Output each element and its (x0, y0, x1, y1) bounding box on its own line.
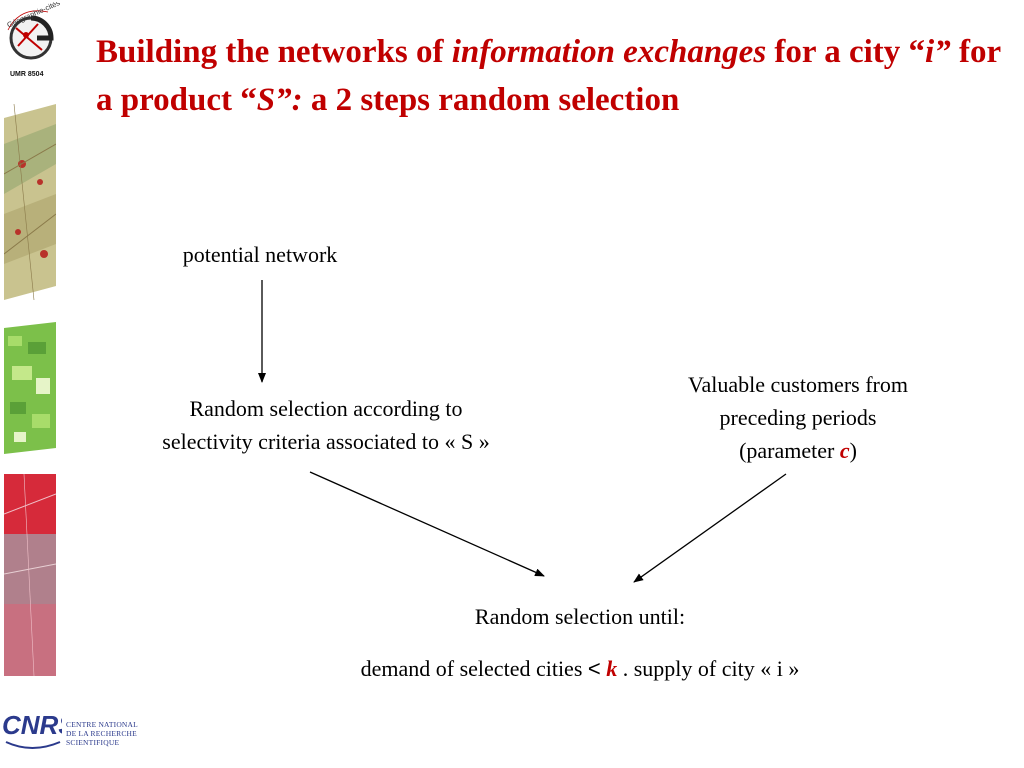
valuable-prefix: (parameter (739, 438, 840, 463)
title-text-2: for a city “ (766, 34, 926, 70)
arrow-selection-to-until (309, 471, 545, 577)
node-potential-network: potential network (182, 242, 338, 267)
parameter-c: c (839, 438, 850, 463)
node-valuable-line2: preceding periods (719, 405, 877, 430)
title-text-italic-2: i” (925, 34, 951, 70)
title-text-italic-1: information exchanges (451, 34, 767, 70)
node-random-selection-until: Random selection until: (474, 604, 686, 629)
svg-text:UMR 8504: UMR 8504 (10, 71, 44, 78)
slide-title: Building the networks of information exc… (96, 28, 1008, 124)
cnrs-text-line2: DE LA RECHERCHE (66, 729, 137, 738)
svg-text:CNRS: CNRS (2, 710, 62, 740)
arrow-valuable-to-until (633, 473, 787, 583)
less-than-sign: < (587, 656, 601, 681)
demand-suffix: . supply of city « i » (617, 656, 800, 681)
node-demand-condition: demand of selected cities < k . supply o… (200, 652, 960, 685)
title-text-4: a 2 steps random selection (302, 82, 680, 118)
cnrs-mark-icon: CNRS (2, 710, 62, 749)
node-random-selection-line1: Random selection according to (189, 396, 463, 421)
node-valuable-line1: Valuable customers from (688, 372, 908, 397)
node-random-selection-line2: selectivity criteria associated to « S » (162, 429, 490, 454)
title-text-italic-3: S”: (256, 82, 303, 118)
node-random-selection: Random selection according to selectivit… (96, 392, 556, 458)
demand-prefix: demand of selected cities (360, 656, 588, 681)
parameter-k: k (606, 656, 618, 681)
geographie-cites-logo: Géographie-cités UMR 8504 (2, 0, 62, 80)
map-strip-green (4, 322, 56, 454)
map-strip-parchment (4, 104, 56, 300)
node-valuable-line3: (parameter c) (628, 434, 968, 467)
sidebar-decoration: Géographie-cités UMR 8504 (0, 0, 138, 768)
title-text-1: Building the networks of (96, 34, 452, 70)
geographie-cites-logo-icon: Géographie-cités UMR 8504 (6, 0, 62, 78)
cnrs-text-line3: SCIENTIFIQUE (66, 738, 120, 747)
cnrs-text-line1: CENTRE NATIONAL (66, 720, 138, 729)
node-valuable-customers: Valuable customers from preceding period… (628, 368, 968, 467)
map-strip-red (4, 474, 56, 676)
cnrs-logo: CNRS CENTRE NATIONAL DE LA RECHERCHE SCI… (0, 696, 140, 768)
title-text-3: for a product “ (96, 34, 1001, 118)
valuable-suffix: ) (849, 438, 857, 463)
